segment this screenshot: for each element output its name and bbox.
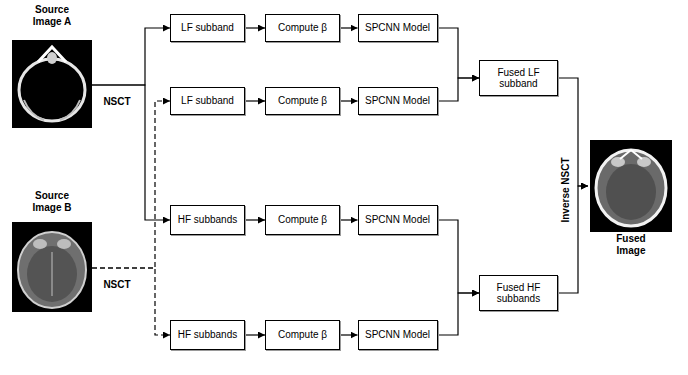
flow-arrow [92,101,170,268]
flow-arrow [245,27,265,28]
box-label: Compute β [275,95,330,107]
image-title: Source Image A [22,4,82,27]
ct-image [12,40,92,128]
box-label: LF subband [178,95,237,107]
fused-image [590,140,672,232]
flow-arrow [245,219,265,220]
process-box: Fused HF subbands [479,275,558,311]
box-label: SPCNN Model [362,214,433,226]
flow-arrow [438,293,480,335]
flow-arrow [340,334,358,335]
process-box: Compute β [265,320,340,350]
flow-arrow [245,100,265,101]
image-panel: Source Image A [12,4,92,130]
process-box: Fused LF subband [479,60,558,96]
flow-arrow [438,28,480,78]
process-box: HF subbands [170,205,245,235]
process-box: LF subband [170,87,245,115]
box-label: LF subband [178,22,237,34]
flow-arrow [340,27,358,28]
flow-arrow [438,220,480,293]
box-label: SPCNN Model [362,329,433,341]
flow-arrow [245,334,265,335]
flow-arrow [340,100,358,101]
flow-arrow [92,28,170,85]
edge-label: Inverse NSCT [560,155,572,224]
process-box: Compute β [265,205,340,235]
image-panel: Fused Image [588,138,674,256]
process-box: Compute β [265,87,340,115]
process-box: HF subbands [170,320,245,350]
box-label: SPCNN Model [362,22,433,34]
process-box: SPCNN Model [358,87,438,115]
flow-arrow [438,78,480,101]
box-label: Fused HF subbands [480,282,557,305]
process-box: Compute β [265,14,340,42]
box-label: SPCNN Model [362,95,433,107]
image-title: Source Image B [22,190,82,213]
mri-image [12,222,92,312]
box-label: Fused LF subband [480,67,557,90]
process-box: SPCNN Model [358,205,438,235]
edge-label: NSCT [101,96,132,108]
box-label: HF subbands [175,214,240,226]
box-label: Compute β [275,22,330,34]
edge-label: NSCT [101,279,132,291]
flow-arrow [92,268,170,335]
flow-arrow [92,85,170,220]
image-panel: Source Image B [12,190,92,314]
process-box: SPCNN Model [358,320,438,350]
image-title: Fused Image [601,233,661,256]
process-box: LF subband [170,14,245,42]
box-label: Compute β [275,214,330,226]
box-label: HF subbands [175,329,240,341]
process-box: SPCNN Model [358,14,438,42]
flow-arrow [340,219,358,220]
box-label: Compute β [275,329,330,341]
